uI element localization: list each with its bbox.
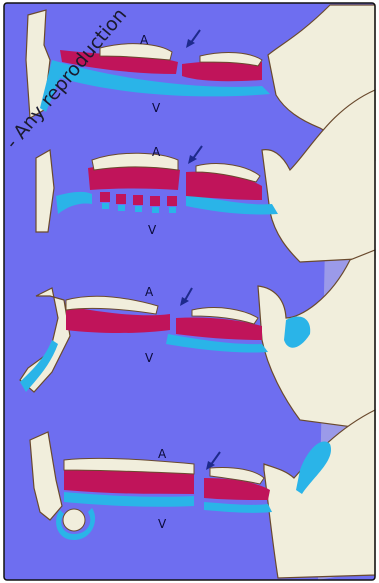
panel-3-lower-label: V: [145, 351, 154, 365]
panel-2-lower-label: V: [148, 223, 157, 237]
panel-3-upper-label: A: [145, 285, 154, 299]
panel-1-lower-label: V: [152, 101, 161, 115]
panel-4-cream-bulb: [63, 509, 85, 531]
panel-4-upper-label: A: [158, 447, 167, 461]
panel-1-upper-label: A: [140, 33, 149, 47]
panel-2-upper-label: A: [152, 145, 161, 159]
panel-4-lower-label: V: [158, 517, 167, 531]
